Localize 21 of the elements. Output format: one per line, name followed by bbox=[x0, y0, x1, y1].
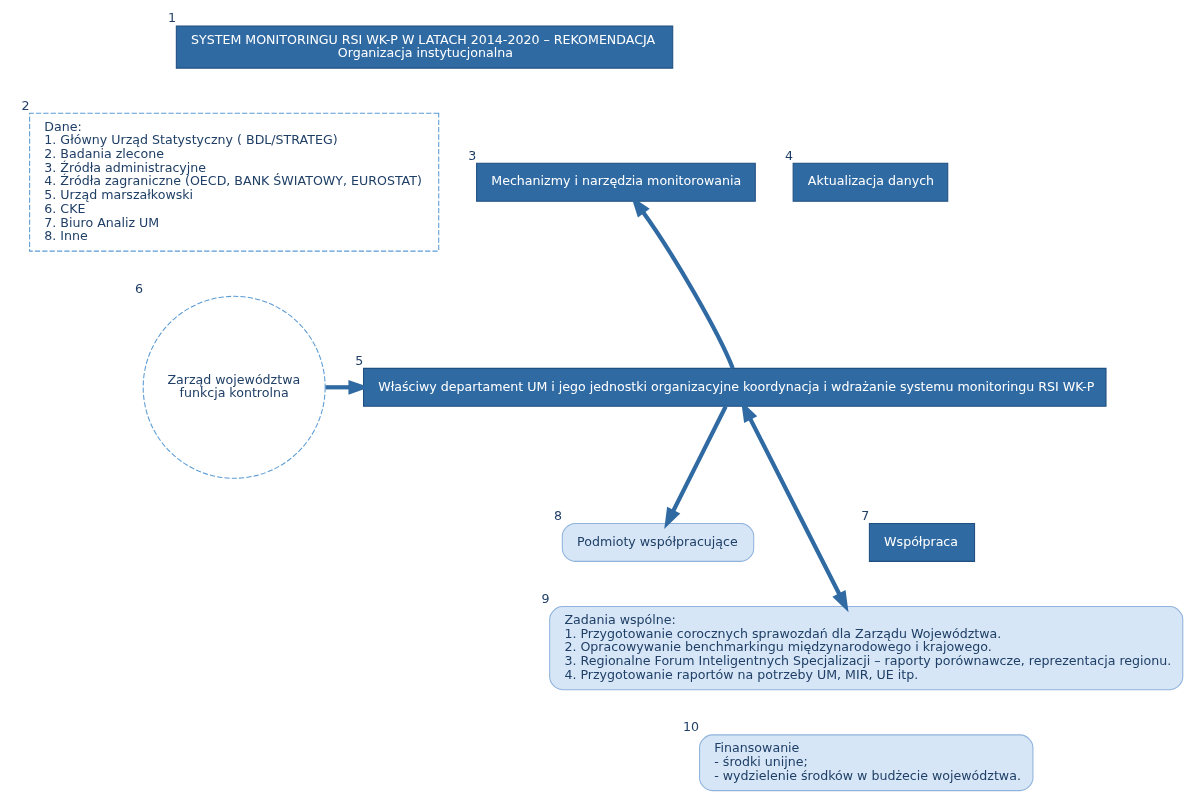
node-label: 2 bbox=[21, 97, 30, 113]
node-label: 10 bbox=[683, 719, 700, 735]
node-label: 3 bbox=[468, 147, 477, 163]
node-box: Właściwy departament UM i jego jednostki organizacyjne koordynacja i wdrażanie systemu monitoringu RSI WK-P bbox=[363, 367, 1107, 407]
node-label: 9 bbox=[541, 591, 550, 606]
node-box: Współpraca bbox=[868, 522, 976, 562]
node-label: 6 bbox=[134, 280, 144, 296]
node-label: 1 bbox=[168, 10, 177, 26]
node-box: Aktualizacja danych bbox=[792, 162, 949, 202]
node-box: SYSTEM MONITORINGU RSI WK-P W LATACH 2014-2020 – REKOMENDACJA Organizacja instytucjonalna bbox=[175, 25, 674, 69]
node-box: Finansowanie - środki unijne; - wydzielenie środków w budżecie województwa. bbox=[699, 734, 1034, 792]
node-box: Dane: 1. Główny Urząd Statystyczny ( BDL/STRATEG) 2. Badania zlecone 3. Źródła administracyjne 4. Źródła zagraniczne (OECD, BANK ŚWIATOWY, EUROSTAT) 5. Urząd marszałkowski 6. CKE 7. Biuro Analiz UM 8. Inne bbox=[29, 112, 440, 252]
node-box: Zadania wspólne: 1. Przygotowanie corocznych sprawozdań dla Zarządu Województwa. 2. Opracowywanie benchmarkingu międzynarodowego i krajowego. 3. Regionalne Forum Inteligentnych Specjalizacji – raporty porównawcze, reprezentacja regionu. 4. Przygotowanie raportów na potrzeby UM, MIR, UE itp. bbox=[549, 606, 1184, 691]
node-box: Podmioty współpracujące bbox=[561, 522, 755, 562]
node-box: Mechanizmy i narzędzia monitorowania bbox=[476, 162, 756, 202]
arrow bbox=[664, 405, 728, 529]
node-label: 7 bbox=[861, 507, 870, 523]
node-label: 4 bbox=[784, 147, 793, 163]
node-circle: Zarząd województwa funkcja kontrolna bbox=[142, 295, 326, 479]
node-label: 5 bbox=[355, 352, 364, 368]
node-label: 8 bbox=[554, 507, 563, 523]
